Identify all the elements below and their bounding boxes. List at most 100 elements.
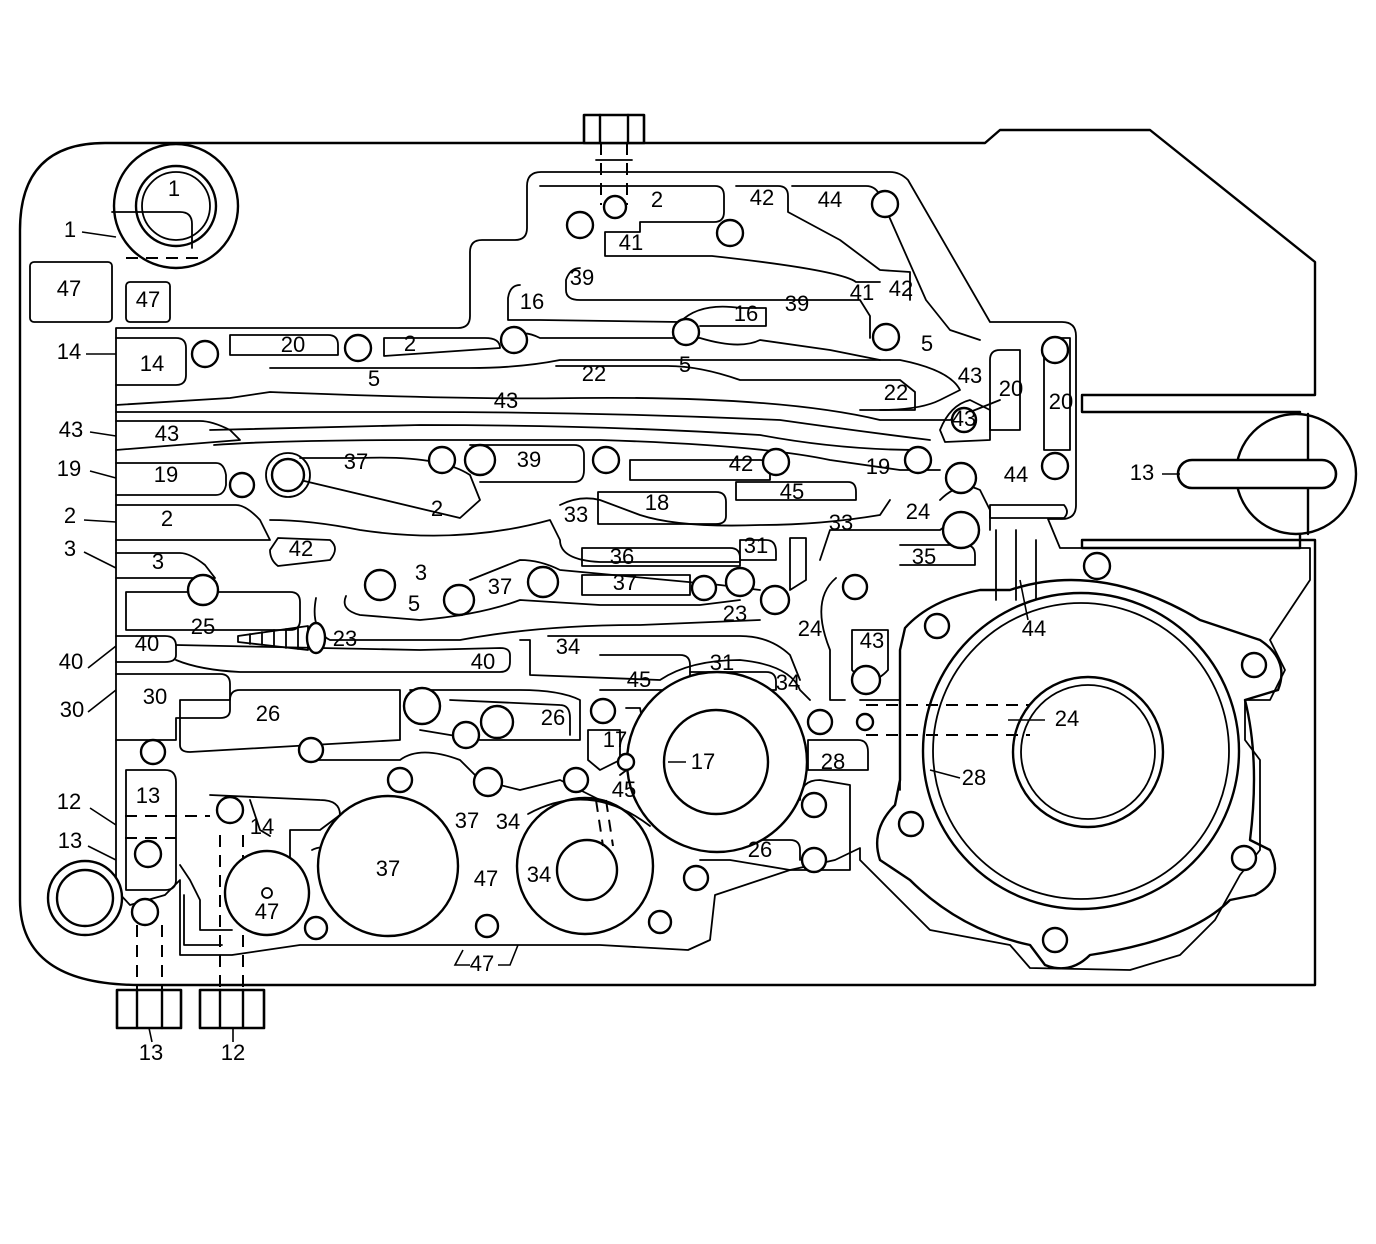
callout-43-b: 43 xyxy=(958,363,982,388)
callout-23-a: 23 xyxy=(723,601,747,626)
callout-42-c: 42 xyxy=(289,536,313,561)
callout-41-right: 41 xyxy=(850,280,874,305)
bore-1 xyxy=(111,142,240,270)
top-bolt xyxy=(582,113,646,205)
callout-41-top: 41 xyxy=(619,230,643,255)
callout-26-a: 26 xyxy=(256,701,280,726)
box-47-left xyxy=(29,261,113,323)
callout-26-b: 26 xyxy=(541,705,565,730)
callout-3-box: 3 xyxy=(152,549,164,574)
callout-47-b: 47 xyxy=(255,899,279,924)
callout-45-a: 45 xyxy=(780,479,804,504)
callout-43-a: 43 xyxy=(494,388,518,413)
callout-16-mid: 16 xyxy=(734,301,758,326)
callout-16-left: 16 xyxy=(520,289,544,314)
callout-40-left: 40 xyxy=(59,649,83,674)
servo-flange xyxy=(866,578,1283,970)
bore-34 xyxy=(515,796,655,936)
callout-24-b: 24 xyxy=(798,616,822,641)
callout-34-c: 34 xyxy=(496,809,520,834)
callout-37-b: 37 xyxy=(488,574,512,599)
callout-37-e: 37 xyxy=(376,856,400,881)
callout-30-left: 30 xyxy=(60,697,84,722)
callout-35: 35 xyxy=(912,544,936,569)
callout-37-c: 37 xyxy=(613,570,637,595)
callout-43-box: 43 xyxy=(155,421,179,446)
callout-43-c: 43 xyxy=(952,406,976,431)
callout-33-a: 33 xyxy=(564,502,588,527)
callout-40-b: 40 xyxy=(471,649,495,674)
bore-lower-left xyxy=(46,859,124,937)
bore-47-small xyxy=(223,849,311,937)
callout-20-c: 20 xyxy=(1049,389,1073,414)
callout-14-left: 14 xyxy=(57,339,81,364)
callout-33-b: 33 xyxy=(829,510,853,535)
callout-5-c: 5 xyxy=(408,591,420,616)
callout-labels: 1 1 47 47 2 42 44 41 39 16 16 39 41 42 5… xyxy=(57,176,1154,1065)
callout-2-box: 2 xyxy=(161,506,173,531)
upper-passages xyxy=(115,185,1071,471)
callout-43-d: 43 xyxy=(860,628,884,653)
callout-34-d: 34 xyxy=(527,862,551,887)
callout-39-mid: 39 xyxy=(785,291,809,316)
callout-2-b: 2 xyxy=(431,496,443,521)
callout-47-box-left: 47 xyxy=(57,276,81,301)
callout-44-c: 44 xyxy=(1022,616,1046,641)
callout-30-box: 30 xyxy=(143,684,167,709)
callout-31-a: 31 xyxy=(744,533,768,558)
callout-13-right: 13 xyxy=(1130,460,1154,485)
bottom-bolt-13 xyxy=(115,925,183,1030)
leader-lines xyxy=(81,231,1180,1043)
callout-45-c: 45 xyxy=(612,777,636,802)
callout-47-c: 47 xyxy=(470,951,494,976)
callout-13-box: 13 xyxy=(136,783,160,808)
callout-22-b: 22 xyxy=(884,380,908,405)
callout-3-b: 3 xyxy=(415,560,427,585)
bore-17 xyxy=(625,670,809,854)
callout-47-box-right: 47 xyxy=(136,287,160,312)
callout-40-box: 40 xyxy=(135,631,159,656)
callout-5-right: 5 xyxy=(921,331,933,356)
callout-19-left: 19 xyxy=(57,456,81,481)
callout-13-bottom: 13 xyxy=(139,1040,163,1065)
callout-34-b: 34 xyxy=(776,670,800,695)
bore-37 xyxy=(316,794,460,938)
callout-12-bottom: 12 xyxy=(221,1040,245,1065)
callout-3-left: 3 xyxy=(64,536,76,561)
callout-44-top: 44 xyxy=(818,187,842,212)
callout-36: 36 xyxy=(610,544,634,569)
callout-34-a: 34 xyxy=(556,634,580,659)
right-pin-13 xyxy=(1176,412,1358,536)
callout-43-left: 43 xyxy=(59,417,83,442)
bottom-bolt-12 xyxy=(198,835,266,1030)
callout-42-top: 42 xyxy=(750,185,774,210)
callout-25: 25 xyxy=(191,614,215,639)
callout-39-top: 39 xyxy=(570,265,594,290)
callout-37-a: 37 xyxy=(344,449,368,474)
port-holes xyxy=(130,189,1112,941)
filter-screen xyxy=(237,621,327,655)
callout-1-top: 1 xyxy=(168,176,180,201)
callout-28-a: 28 xyxy=(821,749,845,774)
callout-17-b: 17 xyxy=(691,749,715,774)
callout-37-d: 37 xyxy=(455,808,479,833)
plate-outline xyxy=(115,171,1311,971)
callout-20-b: 20 xyxy=(999,376,1023,401)
callout-12-left: 12 xyxy=(57,789,81,814)
callout-44-b: 44 xyxy=(1004,462,1028,487)
callout-17-a: 17 xyxy=(603,727,627,752)
callout-20-a: 20 xyxy=(281,332,305,357)
callout-26-c: 26 xyxy=(748,837,772,862)
callout-19-b: 19 xyxy=(866,454,890,479)
lower-passages xyxy=(175,635,901,946)
callout-24-a: 24 xyxy=(906,499,930,524)
callout-5-b: 5 xyxy=(679,352,691,377)
callout-42-b: 42 xyxy=(729,451,753,476)
callout-42-right: 42 xyxy=(889,276,913,301)
callout-31-b: 31 xyxy=(710,650,734,675)
callout-47-a: 47 xyxy=(474,866,498,891)
callout-13-left: 13 xyxy=(58,828,82,853)
callout-23-b: 23 xyxy=(333,626,357,651)
callout-24-c: 24 xyxy=(1055,706,1079,731)
